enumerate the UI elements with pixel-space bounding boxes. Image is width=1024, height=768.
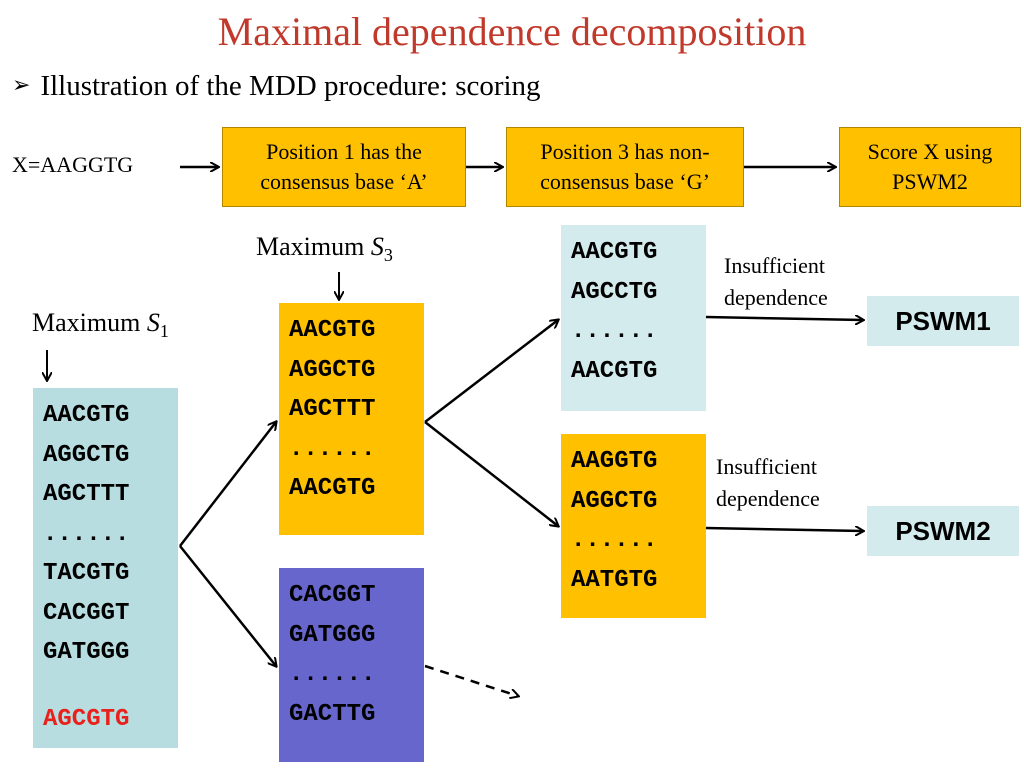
flow-step-3-line-1: Score X using (867, 139, 993, 164)
sequence-row: AGCTTT (289, 396, 376, 423)
pswm2-arrow (705, 528, 863, 531)
split-arrow-right-up (424, 320, 558, 423)
sequence-ellipsis: ...... (571, 527, 658, 554)
sequence-row: CACGGT (43, 599, 130, 627)
sequence-row: CACGGT (289, 582, 376, 609)
sequence-row: AGCCTG (571, 278, 658, 306)
sequence-row: TACGTG (43, 560, 130, 587)
sequence-row: AACGTG (289, 475, 376, 502)
sequence-ellipsis: ...... (289, 661, 376, 688)
highlighted-sequence: AGCGTG (43, 706, 130, 733)
sequence-row: AGCTTT (43, 481, 130, 508)
max-s3-label: Maximum S3 (256, 232, 393, 266)
right-bottom-sequence-box: AAGGTG AGGCTG ...... AATGTG (561, 434, 706, 618)
sequence-row: AGGCTG (571, 487, 658, 515)
sequence-row: AGGCTG (289, 356, 376, 384)
flow-step-2-line-1: Position 3 has non- (540, 139, 710, 164)
sequence-ellipsis: ...... (289, 435, 376, 463)
sequence-row: AACGTG (571, 357, 658, 385)
flow-step-3-line-2: PSWM2 (892, 169, 968, 194)
sequence-row: AACGTG (571, 239, 658, 266)
dashed-arrow (424, 664, 518, 696)
split-arrow-down (179, 545, 276, 666)
bullet-text: Illustration of the MDD procedure: scori… (40, 70, 541, 102)
flow-step-2-line-2: consensus base ‘G’ (540, 169, 710, 194)
flow-step-1-line-1: Position 1 has the (266, 139, 422, 164)
flow-step-1: Position 1 has the consensus base ‘A’ (222, 127, 466, 207)
split-arrow-up (179, 422, 276, 547)
page-title: Maximal dependence decomposition (217, 9, 807, 54)
middle-top-sequence-box: AACGTG AGGCTG AGCTTT ...... AACGTG (279, 303, 424, 535)
flow-step-1-line-2: consensus base ‘A’ (260, 169, 428, 194)
root-sequence-box: AACGTG AGGCTG AGCTTT ...... TACGTG CACGG… (33, 388, 178, 748)
sequence-row: AAGGTG (571, 448, 658, 475)
sequence-row: AGGCTG (43, 441, 130, 469)
max-s1-label: Maximum S1 (32, 308, 169, 342)
input-sequence: X=AAGGTG (12, 152, 134, 177)
pswm2-box: PSWM2 (867, 506, 1019, 556)
middle-bottom-sequence-box: CACGGT GATGGG ...... GACTTG (279, 568, 424, 762)
sequence-row: GACTTG (289, 700, 376, 728)
sequence-row: GATGGG (289, 621, 376, 649)
split-arrow-right-down (424, 421, 558, 526)
sequence-row: AACGTG (289, 317, 376, 344)
bullet-line: ➢ Illustration of the MDD procedure: scor… (12, 70, 541, 103)
sequence-row: AATGTG (571, 566, 658, 594)
sequence-ellipsis: ...... (571, 318, 658, 345)
right-top-sequence-box: AACGTG AGCCTG ...... AACGTG (561, 225, 706, 411)
sequence-row: AACGTG (43, 402, 130, 429)
pswm1-box: PSWM1 (867, 296, 1019, 346)
flow-step-2: Position 3 has non-consensus base ‘G’ (506, 127, 744, 207)
sequence-ellipsis: ...... (43, 520, 130, 548)
pswm1-arrow (705, 317, 863, 320)
bullet-arrow-icon: ➢ (12, 72, 31, 97)
sequence-row: GATGGG (43, 639, 130, 666)
